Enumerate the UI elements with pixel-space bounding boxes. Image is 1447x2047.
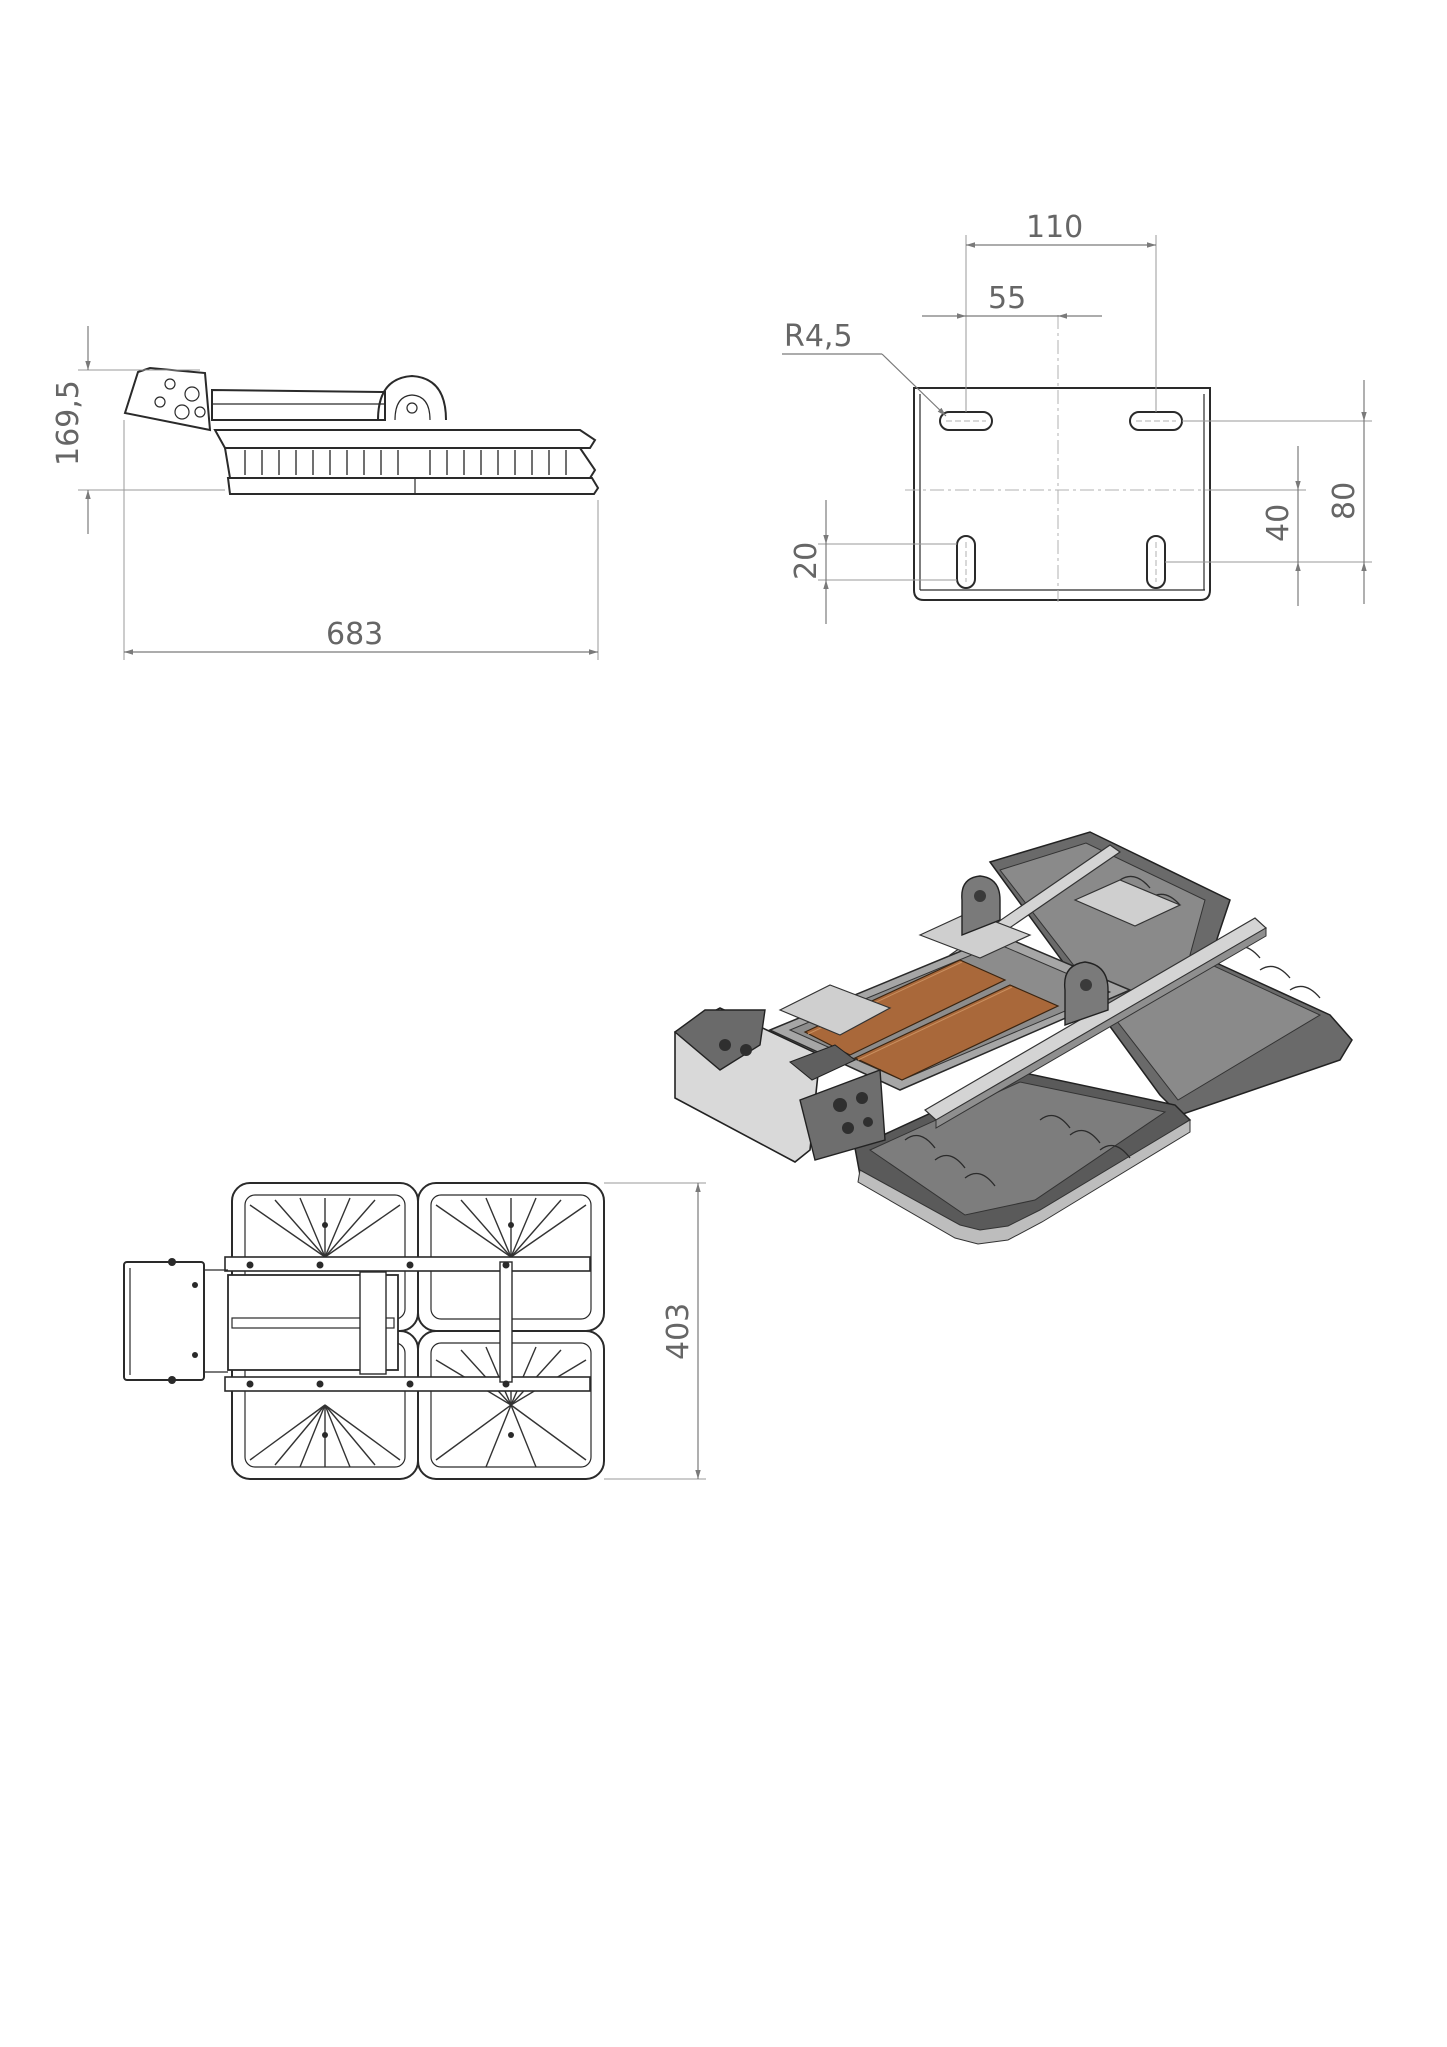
side-view: 169,5 683 xyxy=(51,326,600,660)
bracket-view: 110 55 R4,5 80 40 20 xyxy=(782,210,1372,624)
dim-top-width: 403 xyxy=(661,1303,696,1360)
dim-side-length: 683 xyxy=(326,617,383,652)
dim-side-height: 169,5 xyxy=(51,380,86,466)
top-view: 403 xyxy=(123,1182,706,1480)
dim-vertical-right: 80 xyxy=(1327,482,1362,520)
dim-half-spacing: 55 xyxy=(988,281,1026,316)
dim-slot-radius: R4,5 xyxy=(784,319,853,354)
dim-vertical-left: 20 xyxy=(789,542,824,580)
dim-vertical-mid: 40 xyxy=(1261,504,1296,542)
dim-slot-spacing: 110 xyxy=(1026,210,1083,245)
isometric-view xyxy=(673,831,1353,1245)
